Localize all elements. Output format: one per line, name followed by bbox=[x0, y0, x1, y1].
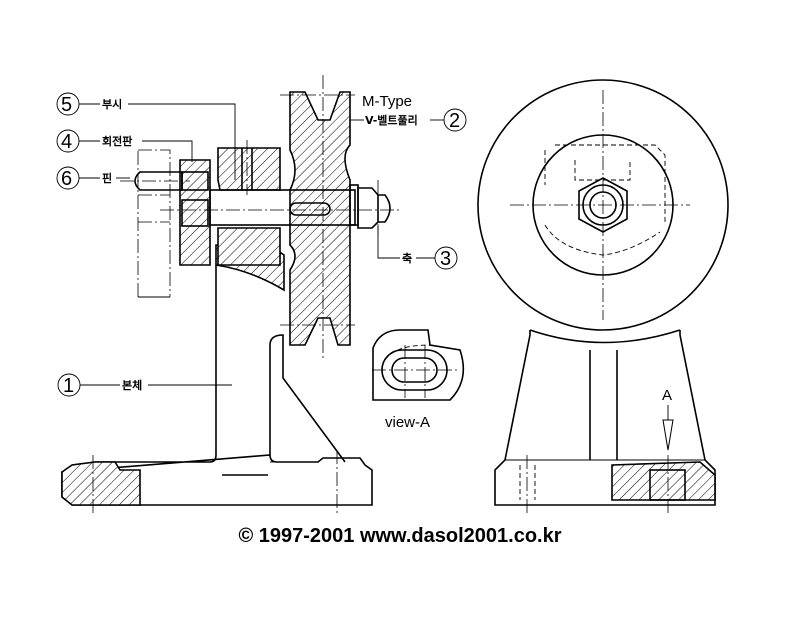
stand bbox=[494, 330, 716, 506]
view-a-detail: view-A bbox=[372, 329, 465, 431]
pin bbox=[134, 171, 183, 191]
nut bbox=[357, 187, 379, 229]
balloon-1: 1 본체 bbox=[57, 373, 232, 397]
svg-text:부시: 부시 bbox=[102, 98, 122, 111]
svg-text:4: 4 bbox=[61, 131, 72, 153]
balloon-3: 축 3 bbox=[377, 226, 458, 270]
view-arrow-label: A bbox=[662, 387, 672, 404]
shaft bbox=[209, 189, 356, 226]
balloon-2: M-Type V-벨트풀리 2 bbox=[350, 93, 467, 132]
pulley-outer-circle bbox=[477, 79, 729, 331]
svg-text:축: 축 bbox=[402, 251, 412, 265]
keyway bbox=[289, 202, 331, 216]
svg-text:핀: 핀 bbox=[102, 171, 112, 185]
section-view bbox=[61, 75, 400, 515]
balloon-4: 4 회전판 bbox=[56, 129, 193, 162]
v-belt-pulley bbox=[289, 91, 351, 346]
svg-text:5: 5 bbox=[61, 94, 72, 116]
svg-text:본체: 본체 bbox=[122, 378, 142, 392]
svg-text:1: 1 bbox=[63, 375, 74, 397]
rib bbox=[269, 334, 346, 463]
base-section bbox=[61, 461, 141, 506]
view-a-label: view-A bbox=[385, 414, 430, 431]
copyright-text: © 1997-2001 www.dasol2001.co.kr bbox=[238, 525, 561, 547]
bush-top bbox=[217, 147, 281, 191]
svg-text:V-벨트풀리: V-벨트풀리 bbox=[365, 113, 418, 127]
bush-bottom bbox=[217, 227, 281, 266]
pulley-type-label: M-Type bbox=[362, 93, 412, 110]
balloon-6: 6 핀 bbox=[56, 166, 130, 190]
end-view: A bbox=[477, 79, 729, 515]
svg-text:3: 3 bbox=[440, 248, 451, 270]
stand-base-section bbox=[611, 461, 716, 501]
svg-text:2: 2 bbox=[449, 110, 460, 132]
rotating-disc bbox=[179, 159, 211, 266]
svg-text:회전판: 회전판 bbox=[102, 134, 132, 148]
balloon-5: 5 부시 bbox=[56, 92, 236, 180]
svg-text:6: 6 bbox=[61, 168, 72, 190]
